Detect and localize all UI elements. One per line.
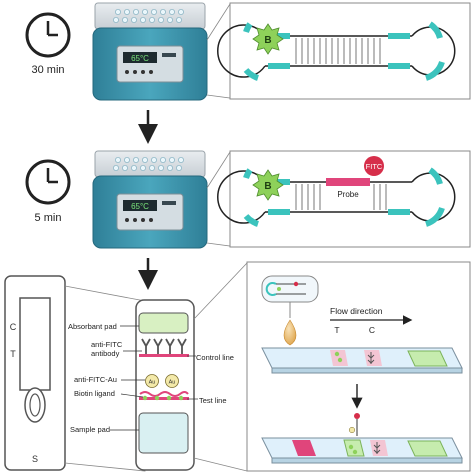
test-line xyxy=(139,397,189,400)
strip-detail: Au Au Absorbant pad anti-FITC antibody C… xyxy=(68,299,234,471)
incubator-wells xyxy=(113,156,184,171)
flow-strip-after xyxy=(261,437,463,464)
step1-time: 30 min xyxy=(31,64,64,76)
incubator-wells xyxy=(113,8,184,23)
control-line-label: Control line xyxy=(196,353,234,362)
anti-fitc-au-particle: Au xyxy=(145,374,159,388)
fitc-marker xyxy=(364,156,384,176)
incubator: 65°C xyxy=(92,150,208,249)
step2-time: 5 min xyxy=(35,212,62,224)
biotin-ligands xyxy=(142,395,184,401)
fitc-label: FITC xyxy=(366,162,383,171)
cassette-t-label: T xyxy=(10,349,16,359)
flow-t-label: T xyxy=(334,325,339,335)
test-line-label: Test line xyxy=(199,396,227,405)
au-label: Au xyxy=(169,380,176,386)
anti-fitc-au-label: anti-FITC-Au xyxy=(74,375,117,384)
incubator: 65°C xyxy=(92,2,208,101)
sample-pad xyxy=(138,412,189,454)
cassette-s-label: S xyxy=(32,454,38,464)
anti-fitc-antibodies xyxy=(141,338,187,354)
cassette-c-label: C xyxy=(10,322,17,332)
flow-direction-label: Flow direction xyxy=(330,306,383,316)
lamp-dumbbell-1: B xyxy=(217,21,456,81)
lamp-dumbbell-2: Probe FITC B xyxy=(217,156,456,227)
biotin-ligand-label: Biotin ligand xyxy=(74,389,115,398)
biotin-icon xyxy=(252,169,284,201)
clock-icon xyxy=(25,159,71,205)
absorbant-pad-label: Absorbant pad xyxy=(68,322,117,331)
biotin-label: B xyxy=(264,35,271,46)
anti-fitc-label: anti-FITC xyxy=(91,340,123,349)
anti-fitc-au-particle: Au xyxy=(165,374,179,388)
clock-icon xyxy=(25,12,71,58)
step2: 5 min 65°C xyxy=(25,150,471,249)
step1-temperature: 65°C xyxy=(131,54,149,63)
flow-c-label: C xyxy=(369,325,375,335)
au-label: Au xyxy=(149,380,156,386)
probe-label: Probe xyxy=(337,190,359,199)
probe-segment xyxy=(326,178,370,186)
absorbant-pad xyxy=(138,312,189,334)
sample-pad-label: Sample pad xyxy=(70,425,110,434)
biotin-icon xyxy=(252,23,284,55)
step1: 30 min 65°C xyxy=(25,2,471,101)
antibody-label: antibody xyxy=(91,349,120,358)
control-line xyxy=(139,354,189,357)
sample-drop xyxy=(283,319,297,346)
lfa-cassette: C T S xyxy=(4,275,66,471)
flow-strip-before xyxy=(261,347,463,374)
biotin-label: B xyxy=(264,181,271,192)
step2-temperature: 65°C xyxy=(131,202,149,211)
flow-panel-content: Flow direction T C xyxy=(261,275,463,464)
